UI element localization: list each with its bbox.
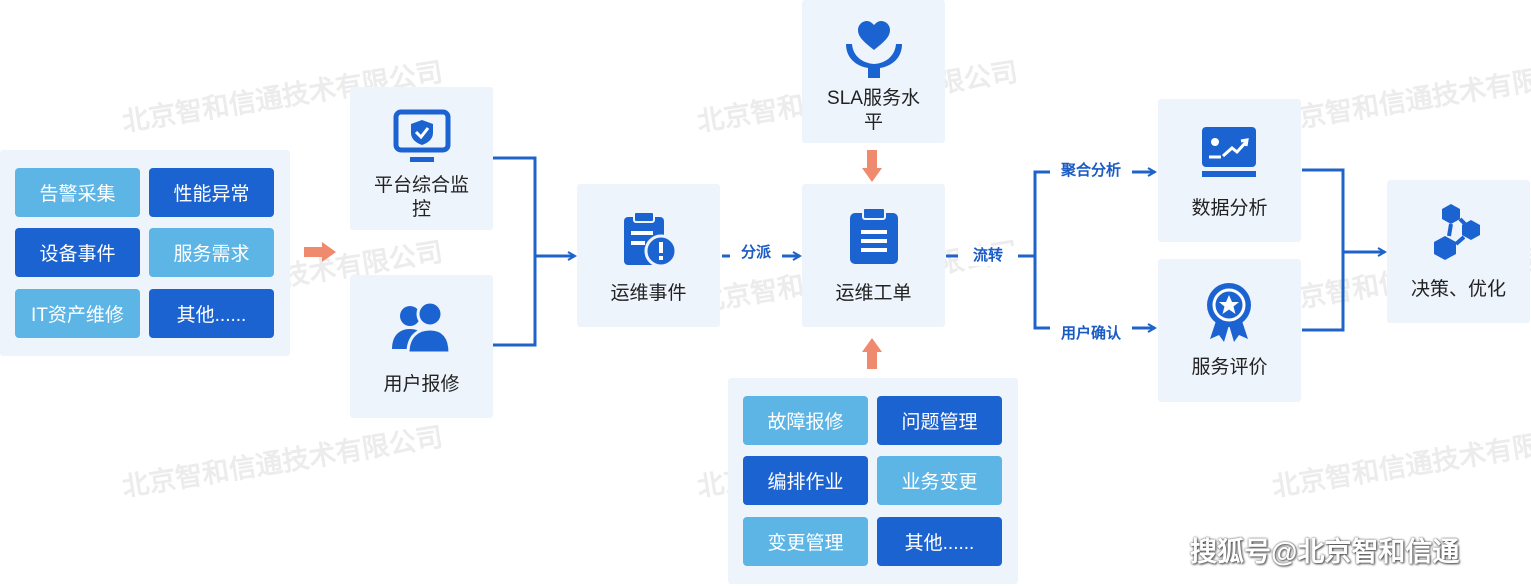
users-icon: [392, 301, 452, 355]
chip-orchestration: 编排作业: [743, 456, 868, 505]
arrow-sources-right: [304, 242, 336, 262]
node-platform-monitor: 平台综合监控: [350, 87, 493, 230]
chip-business-change: 业务变更: [877, 456, 1002, 505]
connector-monitor: [493, 156, 537, 256]
node-label: 运维工单: [835, 283, 912, 304]
tag-dispatch: 分派: [731, 243, 781, 263]
heart-hands-icon: [846, 21, 902, 78]
node-label: 数据分析: [1191, 198, 1268, 219]
chip-service-request: 服务需求: [149, 228, 274, 277]
connector-repair: [493, 256, 537, 347]
node-user-repair: 用户报修: [350, 275, 493, 418]
chip-other-process: 其他......: [877, 517, 1002, 566]
monitor-shield-icon: [393, 109, 451, 162]
chip-change-mgmt: 变更管理: [743, 517, 868, 566]
clipboard-alert-icon: [624, 211, 678, 268]
node-service-eval: 服务评价: [1158, 259, 1301, 402]
node-ops-ticket: 运维工单: [802, 184, 945, 327]
hexagons-icon: [1434, 204, 1480, 260]
chip-it-asset: IT资产维修: [15, 289, 140, 338]
node-ops-event: 运维事件: [577, 184, 720, 327]
arrow-process-up: [862, 338, 882, 369]
chip-performance: 性能异常: [149, 168, 274, 217]
arrow-sla-down: [862, 150, 882, 182]
node-label: 运维事件: [610, 283, 687, 304]
node-label: 决策、优化: [1410, 279, 1506, 300]
node-data-analysis: 数据分析: [1158, 99, 1301, 242]
analytics-board-icon: [1202, 127, 1256, 177]
credit-watermark: 搜狐号@北京智和信通: [1190, 537, 1460, 567]
node-label: 用户报修: [383, 374, 460, 395]
node-label: 平台综合监控: [373, 175, 469, 220]
connector-branch: [1033, 170, 1050, 330]
node-sla: SLA服务水平: [802, 0, 945, 143]
node-label: SLA服务水平: [827, 88, 920, 133]
connector-eval: [1302, 252, 1345, 332]
award-badge-icon: [1207, 283, 1251, 342]
chip-problem-mgmt: 问题管理: [877, 396, 1002, 445]
chip-fault-repair: 故障报修: [743, 396, 868, 445]
node-label: 服务评价: [1191, 357, 1268, 378]
chip-device-event: 设备事件: [15, 228, 140, 277]
connector-analysis: [1302, 168, 1345, 252]
node-decision: 决策、优化: [1387, 180, 1530, 323]
tag-user-confirm: 用户确认: [1050, 324, 1132, 344]
clipboard-list-icon: [850, 207, 898, 264]
chip-alarm-collect: 告警采集: [15, 168, 140, 217]
tag-aggregate: 聚合分析: [1050, 161, 1132, 181]
chip-other-sources: 其他......: [149, 289, 274, 338]
tag-transfer: 流转: [958, 246, 1018, 266]
